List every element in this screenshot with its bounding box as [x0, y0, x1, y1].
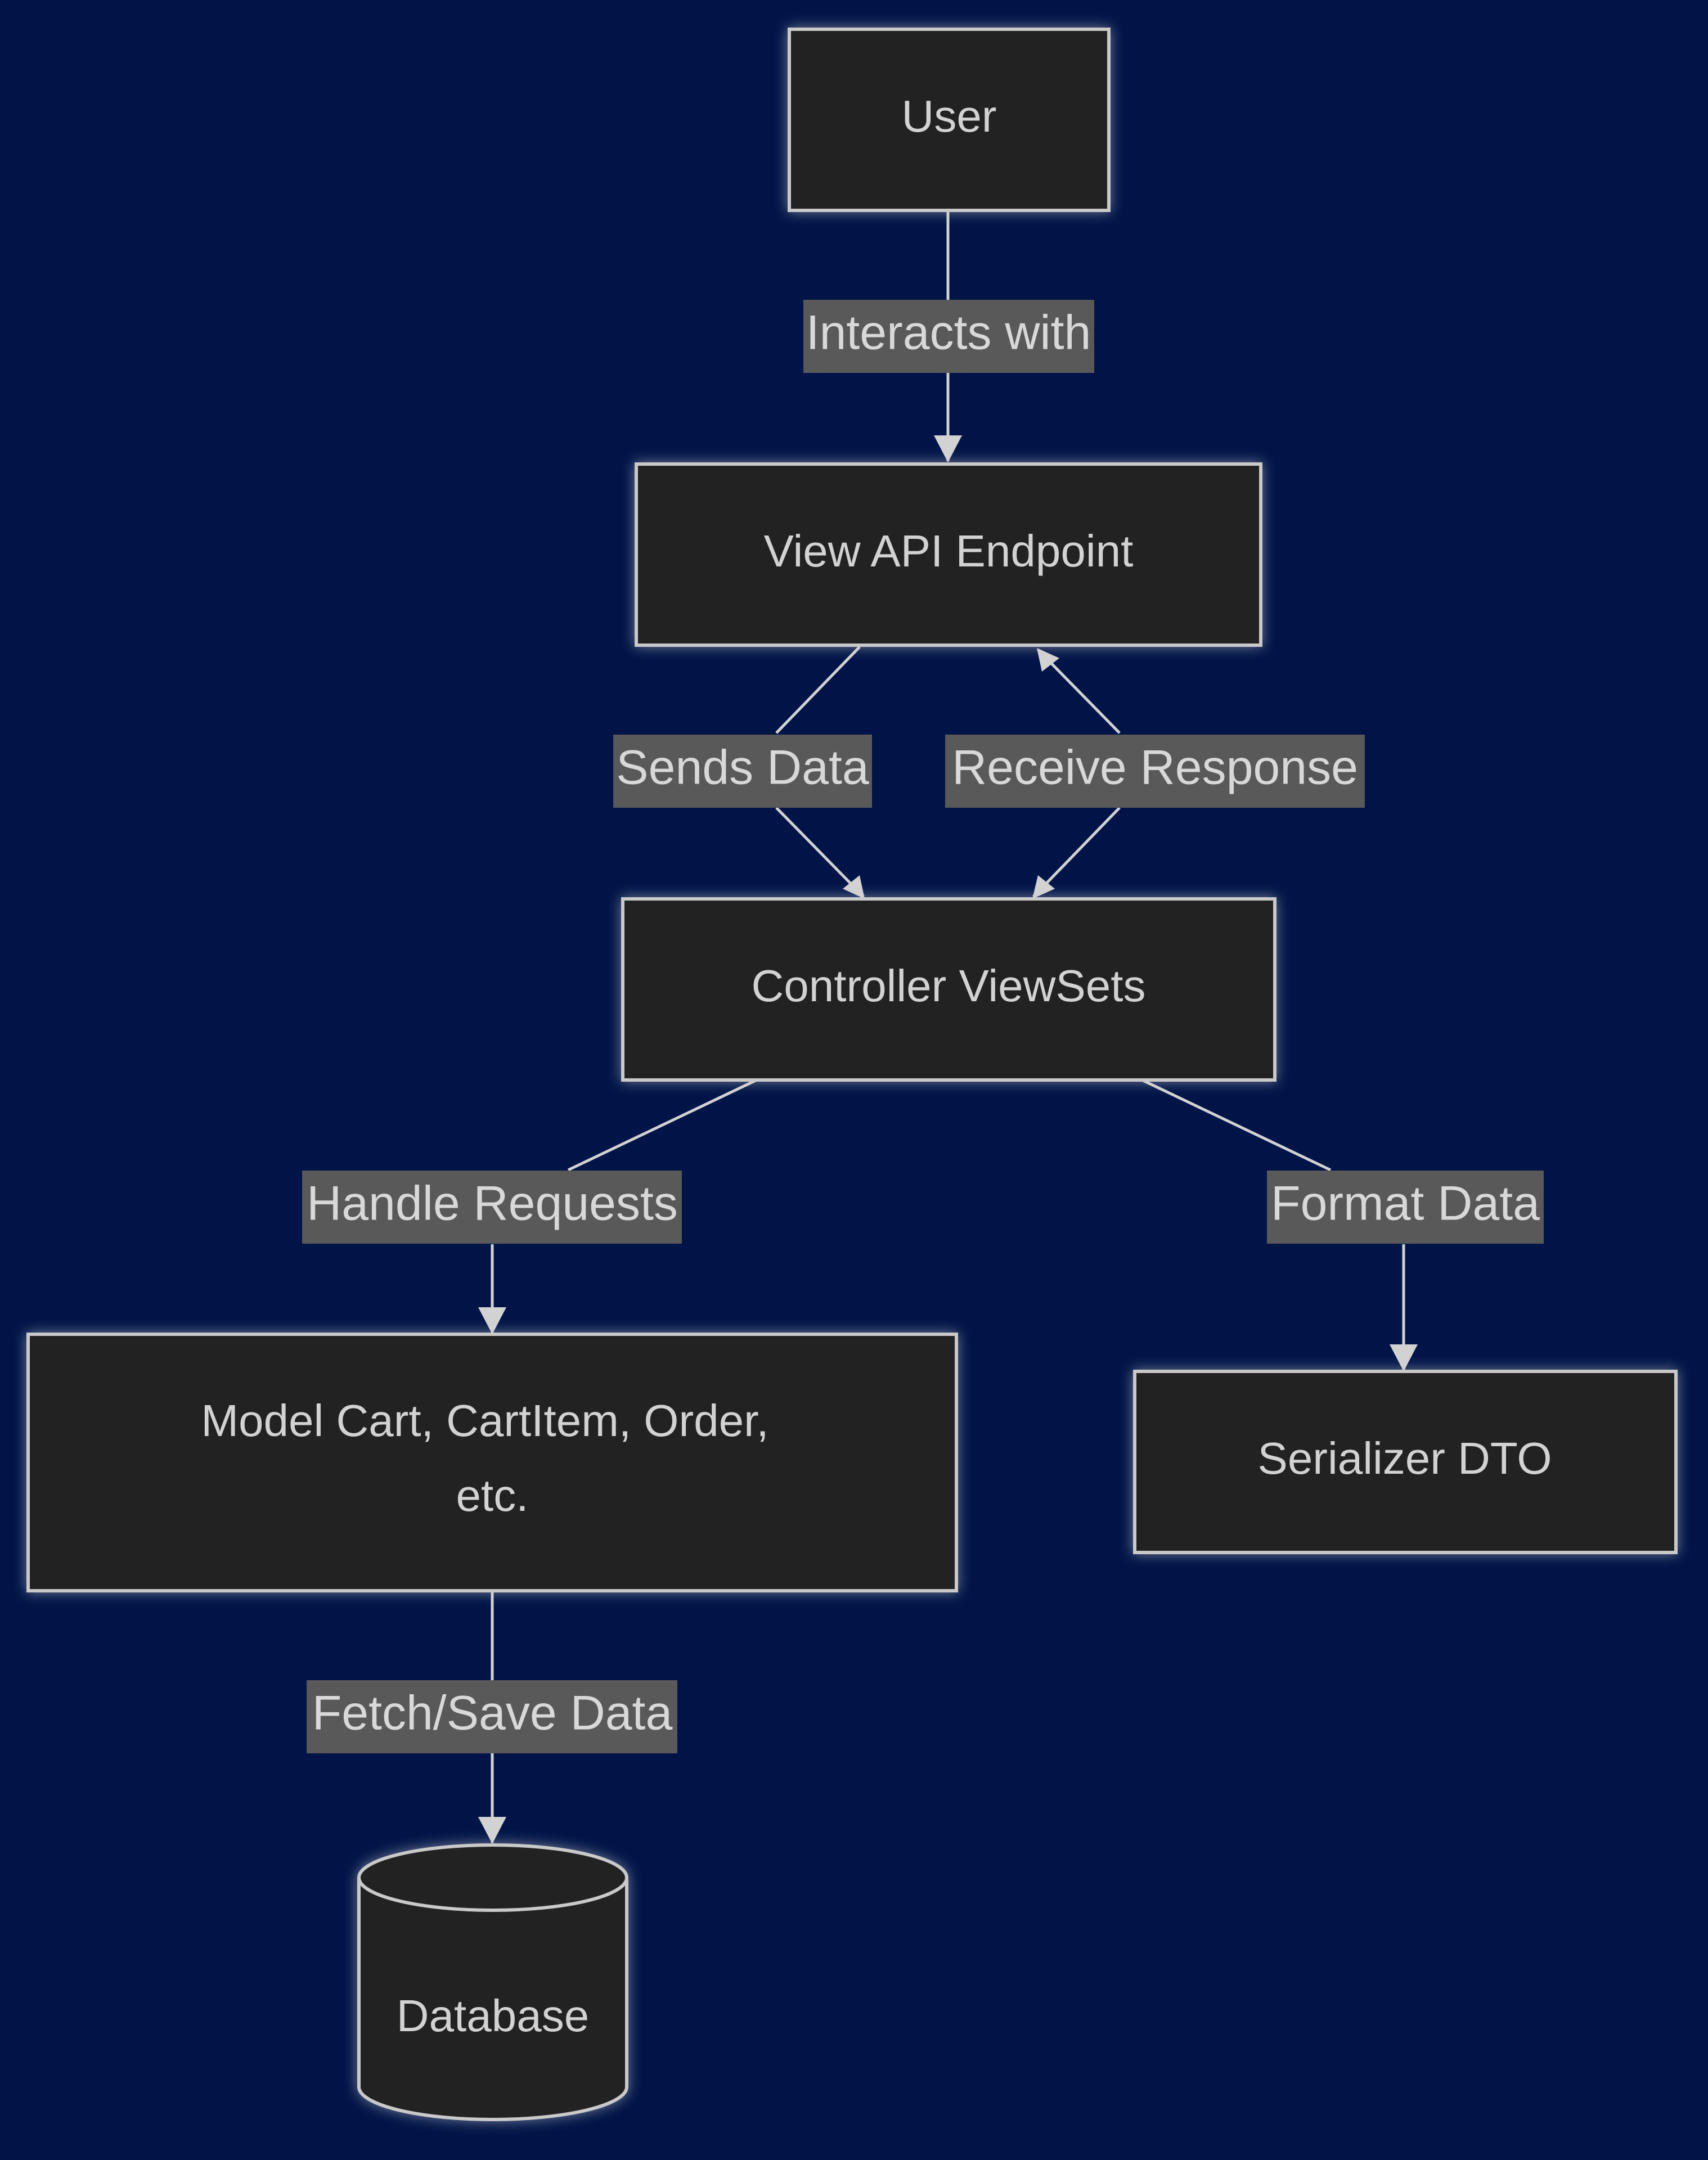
- edges: [478, 211, 1418, 1844]
- node-controller-viewsets: Controller ViewSets: [621, 897, 1276, 1082]
- edge-label-bg: [1267, 1171, 1544, 1244]
- edge-sends-upper: [775, 646, 861, 734]
- edge-receive-arrow-up: [1037, 648, 1059, 672]
- edge-label-format: Format Data: [1271, 1177, 1540, 1231]
- node-view-box: [635, 462, 1262, 647]
- edge-format-upper: [1141, 1078, 1332, 1172]
- node-view-api-endpoint: View API Endpoint: [635, 462, 1262, 647]
- node-serializer-dto: Serializer DTO: [1133, 1370, 1678, 1554]
- database-cylinder-icon: [357, 1843, 628, 2121]
- node-controller-box: [621, 897, 1276, 1082]
- edge-label-sends: Sends Data: [616, 741, 869, 795]
- edge-user-view-arrow: [934, 435, 962, 462]
- edge-label-bg: [803, 300, 1094, 373]
- node-model-label-line1: Model Cart, CartItem, Order,: [201, 1396, 768, 1446]
- edge-handle-arrow: [478, 1307, 506, 1334]
- edge-label-bg: [945, 735, 1365, 808]
- edge-handle-upper: [567, 1078, 758, 1172]
- node-model-box: [26, 1333, 958, 1592]
- node-model: Model Cart, CartItem, Order, etc.: [26, 1333, 958, 1592]
- edge-labels: Interacts with Sends Data Receive Respon…: [302, 300, 1544, 1753]
- edge-label-bg: [613, 735, 872, 808]
- node-model-label-line2: etc.: [456, 1470, 529, 1520]
- edge-label-fetch: Fetch/Save Data: [312, 1686, 673, 1740]
- database-cylinder-rim: [357, 1877, 628, 1912]
- edge-label-receive: Receive Response: [952, 741, 1358, 795]
- edge-label-bg: [307, 1680, 677, 1753]
- edge-label-interacts: Interacts with: [806, 306, 1091, 360]
- edge-receive-arrow-down: [1032, 875, 1055, 899]
- edge-format-arrow: [1390, 1344, 1418, 1371]
- node-controller-label: Controller ViewSets: [751, 961, 1145, 1011]
- node-database-label: Database: [397, 1991, 589, 2041]
- node-user: User: [788, 28, 1111, 212]
- edge-sends-arrow: [843, 875, 865, 899]
- edge-receive-lower: [1032, 807, 1121, 898]
- edge-sends-lower: [775, 807, 865, 898]
- node-user-box: [788, 28, 1111, 212]
- node-database: Database: [357, 1843, 628, 2121]
- node-serializer-label: Serializer DTO: [1257, 1433, 1552, 1483]
- edge-label-bg: [302, 1171, 682, 1244]
- edge-fetch-arrow: [478, 1817, 506, 1844]
- node-user-label: User: [902, 91, 997, 141]
- node-serializer-box: [1133, 1370, 1678, 1554]
- edge-label-handle: Handle Requests: [307, 1177, 678, 1231]
- node-view-label: View API Endpoint: [764, 526, 1134, 576]
